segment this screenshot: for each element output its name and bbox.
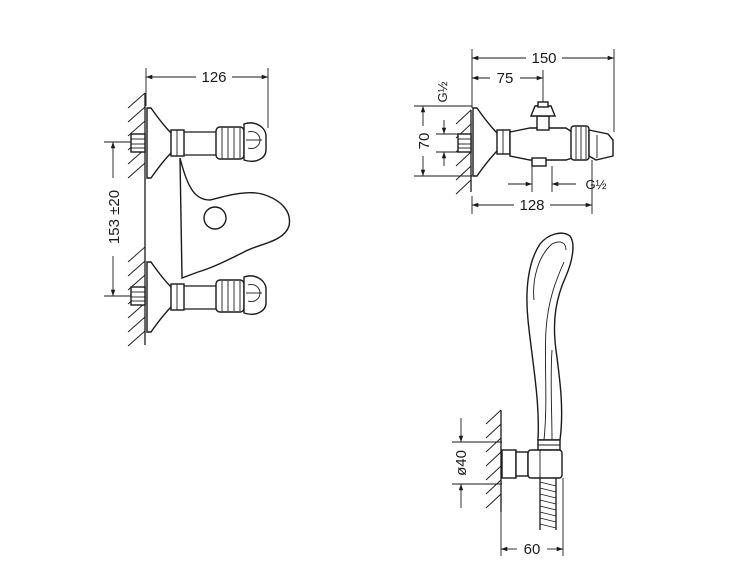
side-outlet-thread-dimension: G½ — [508, 166, 607, 192]
side-depth-label: 128 — [519, 197, 544, 214]
front-handle-top — [215, 122, 267, 162]
side-mixer-body — [509, 127, 573, 161]
front-wall-fitting-bottom — [130, 286, 146, 306]
front-wall — [127, 92, 146, 347]
side-axis-dimension: 75 — [472, 70, 544, 102]
side-height-label: 70 — [416, 133, 433, 150]
shower-wall-bracket — [501, 449, 563, 479]
side-height-dimension: 70 — [414, 105, 472, 177]
shower-head — [526, 232, 574, 441]
shower-view: ø40 60 — [452, 232, 574, 558]
side-diverter-knob — [529, 101, 557, 131]
side-handle — [570, 125, 614, 161]
front-connector-top — [170, 129, 185, 157]
side-wall — [455, 109, 472, 195]
front-escutcheon-bottom — [146, 261, 173, 333]
side-overall-dimension: 150 — [471, 49, 615, 132]
front-escutcheon-top — [146, 107, 173, 179]
shower-projection-dimension: 60 — [500, 478, 564, 558]
side-outlet-thread-label: G½ — [586, 177, 607, 192]
front-spacing-label: 153 ±20 — [106, 190, 123, 244]
shower-hose — [539, 478, 557, 530]
shower-diameter-label: ø40 — [453, 450, 470, 476]
front-width-label: 126 — [201, 69, 226, 86]
shower-wall — [485, 409, 502, 512]
front-connector-bottom — [170, 283, 185, 311]
side-view: 150 75 G½ 70 G½ — [414, 49, 615, 214]
front-outlet-hole — [203, 206, 227, 230]
side-inlet-thread-label: G½ — [435, 81, 450, 102]
side-escutcheon — [472, 107, 499, 177]
front-view: 126 153 ±20 — [104, 68, 291, 347]
shower-projection-label: 60 — [524, 541, 541, 558]
side-depth-dimension: 128 — [471, 160, 593, 214]
side-axis-label: 75 — [497, 70, 514, 87]
shower-diameter-dimension: ø40 — [452, 418, 502, 508]
front-mixer-body — [179, 157, 291, 280]
front-spacing-dimension: 153 ±20 — [104, 141, 131, 297]
side-outlet — [531, 157, 547, 167]
front-wall-fitting-top — [130, 133, 146, 153]
side-overall-label: 150 — [531, 50, 556, 67]
front-width-dimension: 126 — [145, 68, 269, 128]
side-connector — [496, 129, 511, 155]
front-handle-bottom — [215, 275, 267, 315]
